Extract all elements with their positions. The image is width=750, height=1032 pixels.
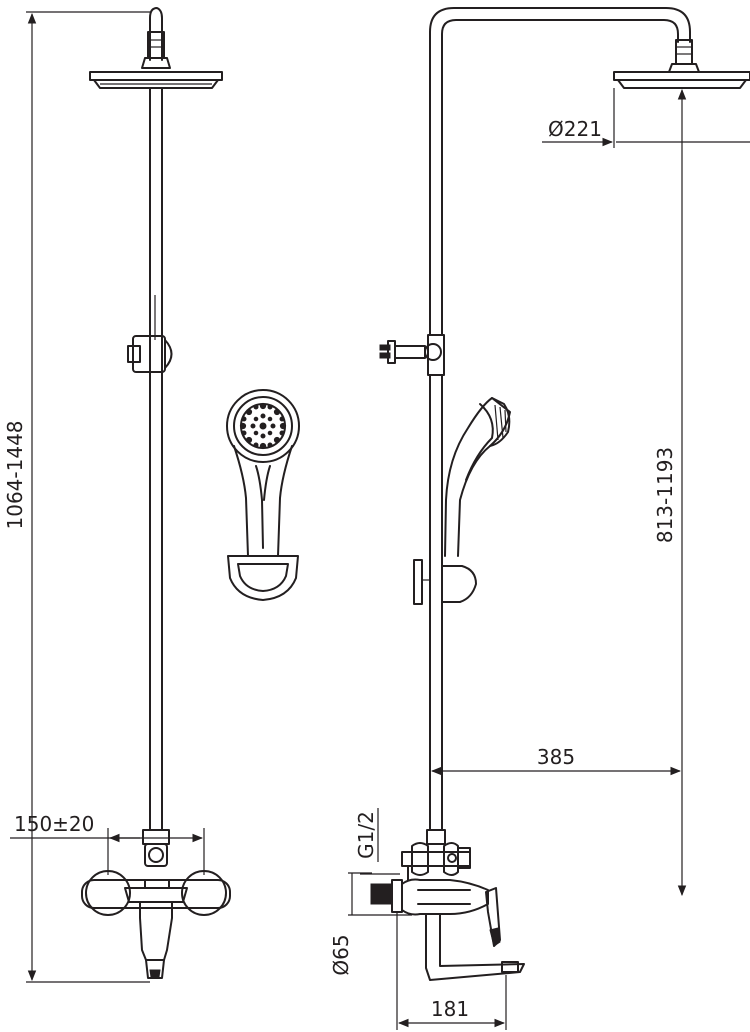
hand-shower-detail — [226, 389, 300, 601]
total-height-dimension: 1064-1448 — [3, 11, 150, 983]
side-diverter — [401, 829, 471, 881]
side-slide-bracket — [379, 334, 445, 376]
head-height-dimension: 813-1193 — [653, 88, 687, 897]
head-diameter-label: Ø221 — [548, 117, 602, 141]
head-height-label: 813-1193 — [653, 447, 677, 543]
flange-diameter-label: Ø65 — [329, 934, 353, 975]
thread-dimension: G1/2 — [354, 808, 400, 875]
side-rain-head — [613, 71, 750, 89]
thread-label: G1/2 — [354, 811, 378, 859]
head-diameter-dimension: Ø221 — [542, 88, 750, 148]
arm-reach-dimension: 385 — [430, 745, 682, 776]
spout-depth-dimension: 181 — [396, 912, 507, 1030]
side-pipe-inner — [441, 19, 679, 336]
arm-reach-label: 385 — [537, 745, 575, 769]
centers-label: 150±20 — [14, 812, 94, 836]
front-slide-bracket — [127, 335, 173, 373]
side-mixer-body — [370, 878, 501, 947]
side-swivel-nut — [675, 39, 693, 65]
side-view: Ø221 813-1193 — [329, 7, 750, 1030]
spout-depth-label: 181 — [431, 997, 469, 1021]
side-hand-shower — [413, 397, 511, 605]
front-rain-head — [89, 71, 223, 89]
front-riser-top — [149, 7, 163, 61]
front-diverter — [142, 829, 170, 867]
centers-dimension: 150±20 — [10, 812, 205, 875]
side-pipe-outer — [429, 7, 691, 336]
side-spout — [425, 913, 525, 981]
front-mixer — [81, 870, 231, 979]
flange-diameter-dimension: Ø65 — [329, 872, 412, 976]
front-view: 1064-1448 — [3, 7, 231, 983]
total-height-label: 1064-1448 — [3, 420, 27, 529]
